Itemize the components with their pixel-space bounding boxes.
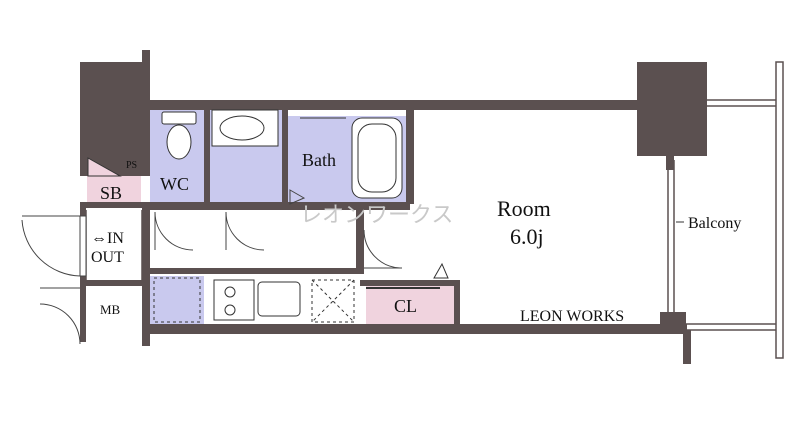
bath-label: Bath <box>302 150 336 170</box>
sb-area <box>87 176 141 204</box>
balcony-label: Balcony <box>688 215 741 232</box>
sb-label: SB <box>100 183 122 203</box>
room-size-label: 6.0j <box>510 224 544 249</box>
closet-area <box>366 286 454 324</box>
basin <box>219 115 265 141</box>
toilet-bowl <box>166 124 192 160</box>
closet-label: CL <box>394 296 417 316</box>
mb-label: MB <box>100 302 121 317</box>
watermark: レオンワークス <box>300 203 453 228</box>
entrance-label-out: OUT <box>91 249 124 266</box>
door-swings <box>21 189 402 345</box>
window-lines <box>85 61 784 359</box>
walls <box>80 50 707 364</box>
stove <box>213 279 255 321</box>
brand-label: LEON WORKS <box>520 308 624 325</box>
fixtures <box>87 109 449 323</box>
toilet-tank <box>161 111 197 125</box>
kitchen-sink <box>257 281 301 317</box>
wc-label: WC <box>160 174 189 194</box>
entrance-label-in: ⇔IN <box>91 230 124 247</box>
room-name-label: Room <box>497 196 551 221</box>
bathtub-inner <box>357 123 397 193</box>
ps-label: PS <box>126 160 137 171</box>
laundry-pan-area <box>150 276 204 324</box>
